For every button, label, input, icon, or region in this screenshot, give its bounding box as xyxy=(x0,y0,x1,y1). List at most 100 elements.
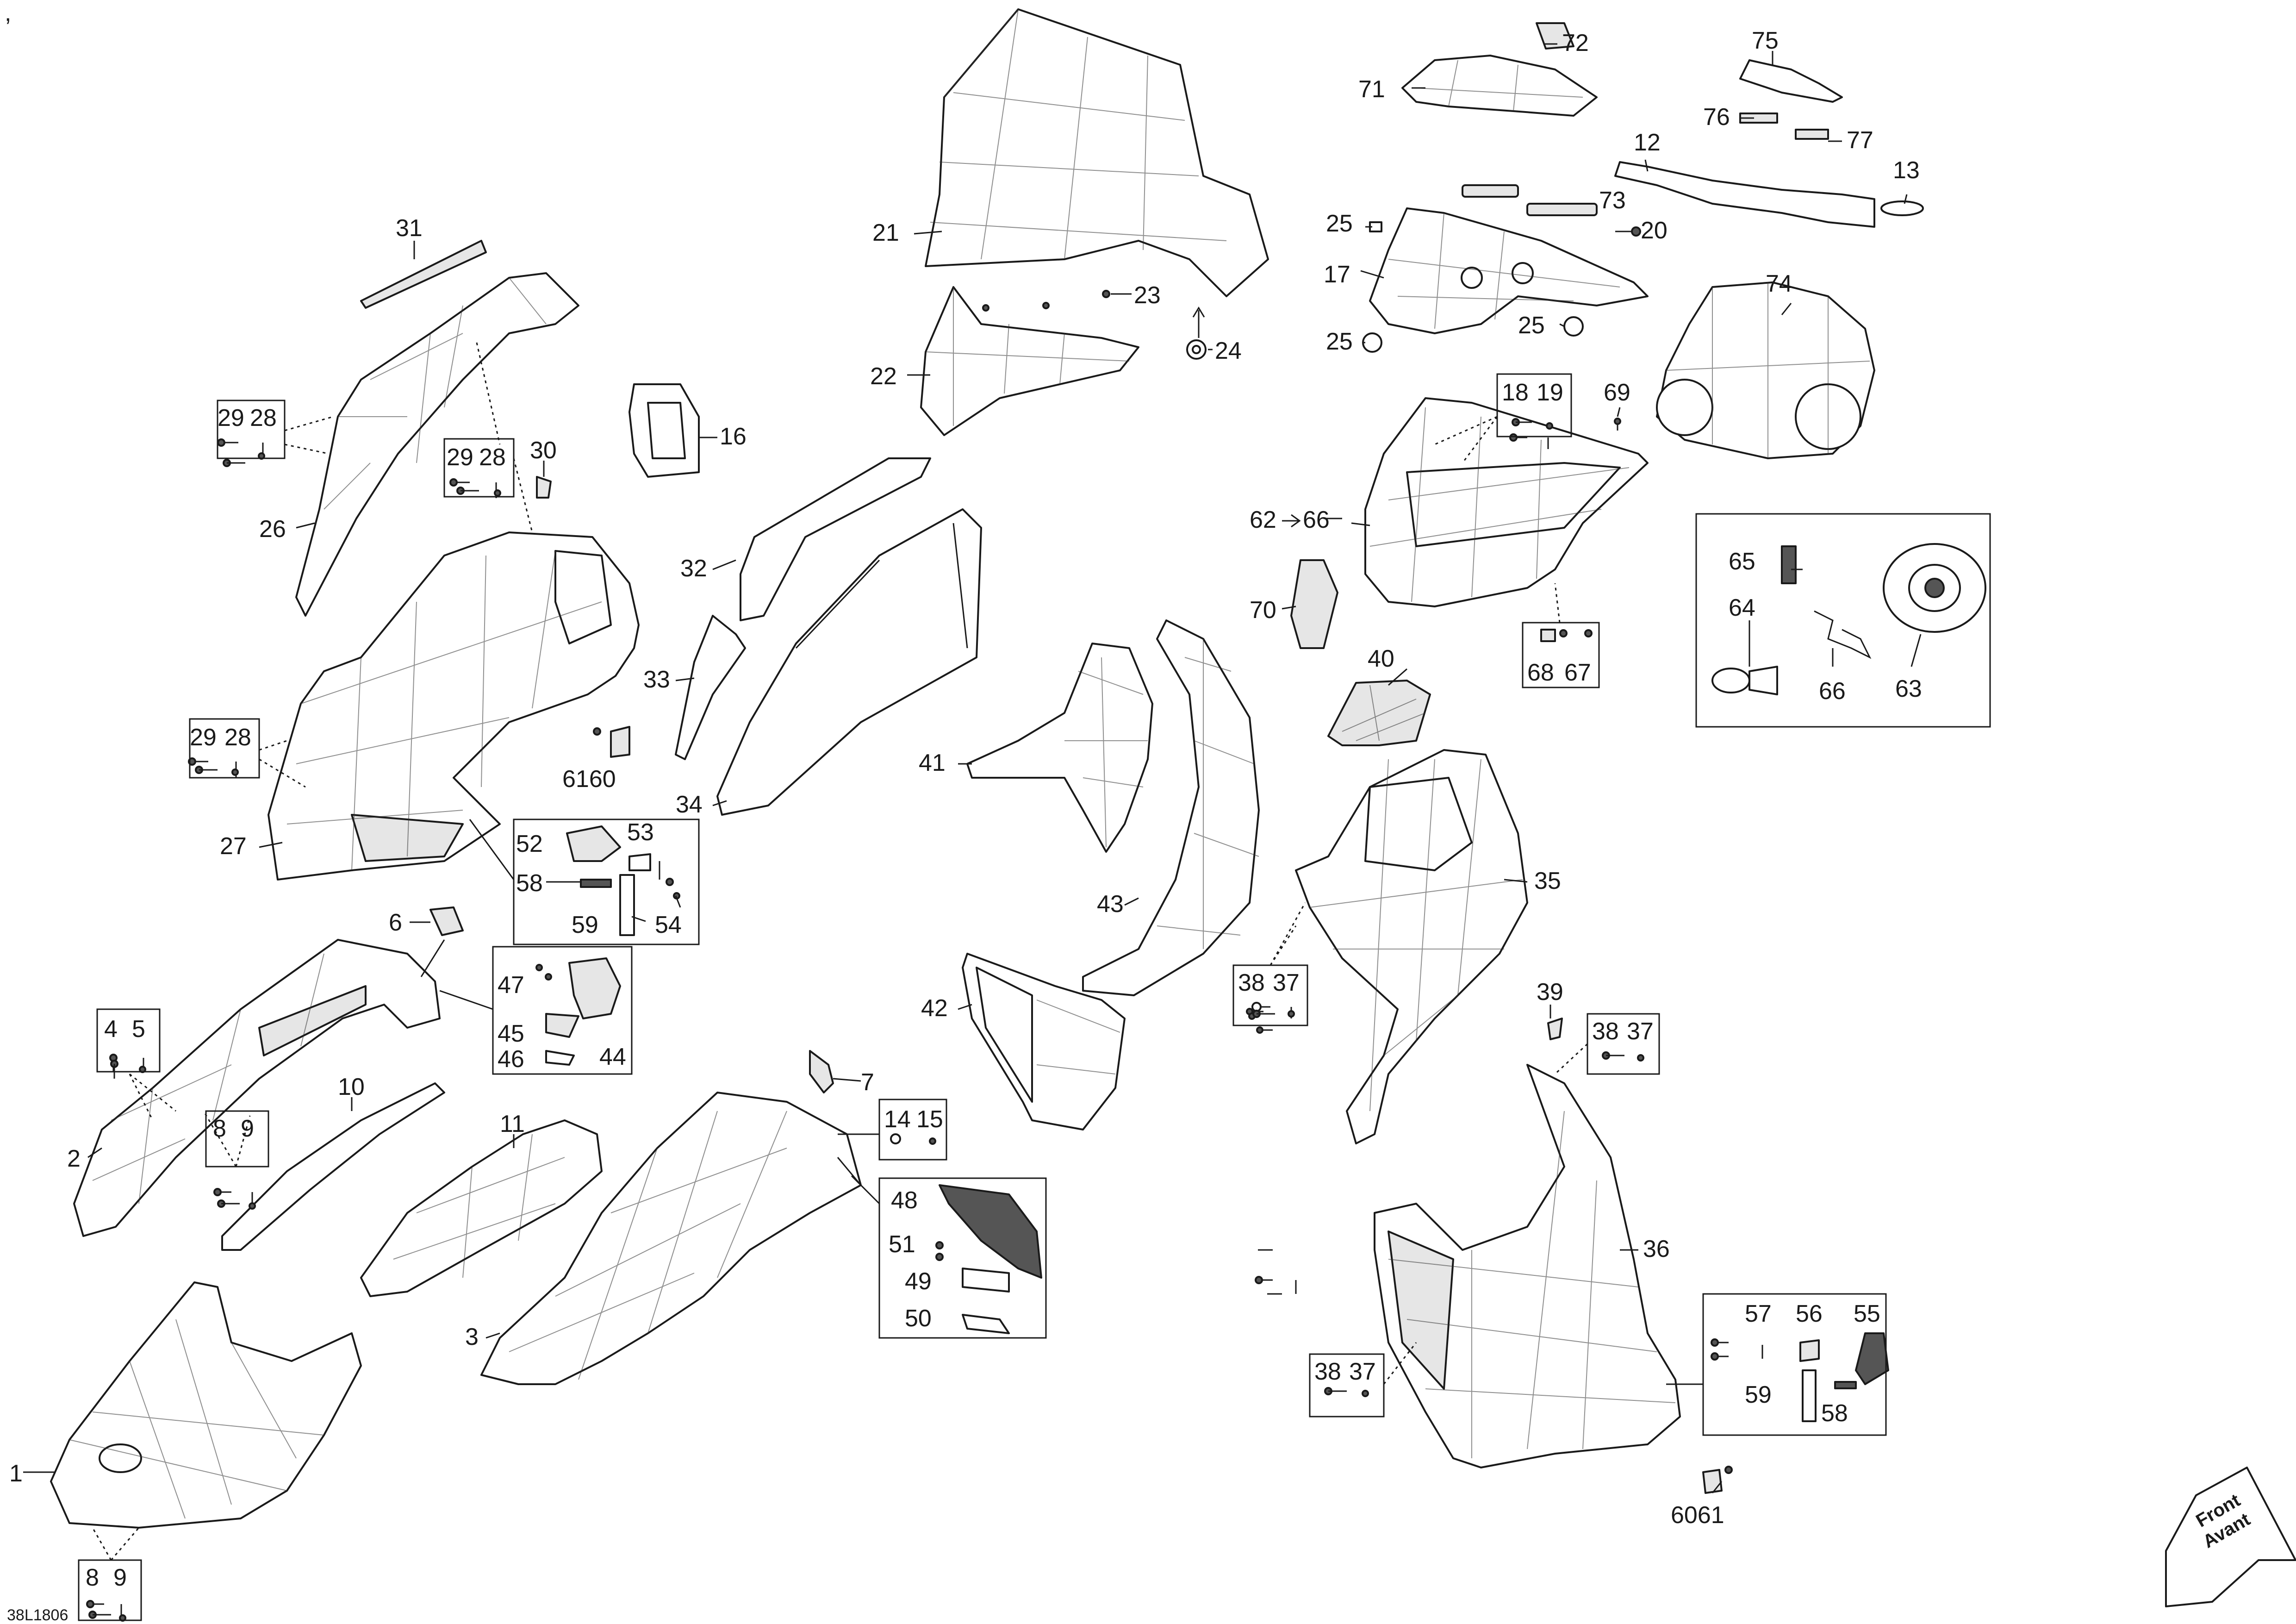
part-34-large-panel xyxy=(716,508,982,816)
callout-37-c: 37 xyxy=(1349,1358,1376,1385)
part-55-latch xyxy=(1855,1332,1889,1385)
box-fasteners xyxy=(88,418,1644,1622)
callout-52: 52 xyxy=(516,831,543,857)
callout-9-low: 9 xyxy=(113,1564,127,1591)
part-43-side-trim xyxy=(1082,619,1260,996)
callout-25-left: 25 xyxy=(1326,328,1353,355)
part-11-panel xyxy=(360,1119,603,1297)
part-53-bracket xyxy=(628,853,651,871)
part-49-clip xyxy=(962,1268,1010,1293)
arrow-62-66 xyxy=(1282,514,1301,528)
part-59-strip-a xyxy=(619,874,635,936)
part-2-front-side-panel xyxy=(73,939,441,1237)
part-58-spring-b xyxy=(1834,1381,1857,1389)
callout-63: 63 xyxy=(1895,675,1922,702)
part-30-clip xyxy=(536,476,552,499)
callout-68: 68 xyxy=(1527,659,1554,686)
callout-62: 62 xyxy=(1250,506,1276,533)
callout-74: 74 xyxy=(1766,270,1792,297)
part-25-grommet-b xyxy=(1563,316,1584,337)
callout-38-b: 38 xyxy=(1592,1018,1619,1045)
part-58-spring-a xyxy=(580,879,612,888)
callout-53: 53 xyxy=(627,819,654,846)
callout-labels: 1 2 3 4 5 6 7 8 9 8 9 10 11 12 13 14 15 … xyxy=(9,27,1922,1591)
callout-64: 64 xyxy=(1729,594,1755,621)
part-22-deflector xyxy=(920,286,1139,436)
part-35-front-fairing xyxy=(1295,749,1528,1144)
box-38-37-c xyxy=(1309,1353,1385,1418)
callout-45: 45 xyxy=(498,1020,524,1047)
callout-36: 36 xyxy=(1643,1236,1670,1262)
part-50-clip xyxy=(962,1314,1010,1334)
part-25-spring xyxy=(1369,221,1382,232)
callout-47: 47 xyxy=(498,972,524,999)
part-13-ring xyxy=(1880,200,1924,216)
callout-76: 76 xyxy=(1703,104,1730,131)
part-46-clip xyxy=(545,1050,575,1066)
callout-9-mid: 9 xyxy=(241,1115,254,1142)
part-1-front-nose xyxy=(50,1281,362,1529)
box-29-28-low xyxy=(189,718,260,779)
part-23-fastener-b xyxy=(982,304,989,312)
callout-70: 70 xyxy=(1250,597,1276,624)
part-21-windshield xyxy=(925,8,1269,297)
part-27-side-panel xyxy=(268,531,640,881)
callout-4: 4 xyxy=(104,1016,118,1043)
callout-69: 69 xyxy=(1604,379,1630,406)
callout-25-right: 25 xyxy=(1518,312,1545,339)
part-48-grille xyxy=(939,1184,1042,1279)
callout-29-low: 29 xyxy=(190,724,217,751)
callout-15: 15 xyxy=(916,1106,943,1133)
part-23-fastener-c xyxy=(1042,302,1050,309)
callout-59-a: 59 xyxy=(572,912,598,938)
part-73-strip-a xyxy=(1462,184,1519,198)
box-44-47 xyxy=(492,946,633,1075)
callout-56: 56 xyxy=(1796,1300,1823,1327)
part-42-panel xyxy=(962,953,1126,1131)
part-76-pad xyxy=(1739,112,1778,124)
box-8-9-mid xyxy=(205,1110,269,1168)
part-41-fairing-piece xyxy=(966,643,1153,853)
part-60-latch-b xyxy=(1702,1469,1723,1494)
callout-14: 14 xyxy=(884,1106,911,1133)
callout-28-low: 28 xyxy=(224,724,251,751)
callout-39: 39 xyxy=(1537,979,1563,1006)
part-56-bracket xyxy=(1799,1339,1820,1362)
callout-19: 19 xyxy=(1537,379,1563,406)
callout-59-b: 59 xyxy=(1745,1381,1772,1408)
callout-49: 49 xyxy=(905,1268,932,1295)
callout-51: 51 xyxy=(889,1231,915,1258)
callout-20: 20 xyxy=(1641,217,1668,244)
callout-37-a: 37 xyxy=(1273,969,1300,996)
part-3-side-panel xyxy=(480,1092,862,1385)
callout-10: 10 xyxy=(338,1074,365,1100)
callout-48: 48 xyxy=(891,1187,918,1214)
part-52-latch xyxy=(566,825,621,862)
callout-42: 42 xyxy=(921,995,948,1022)
part-24-grommet-inner xyxy=(1192,345,1201,354)
callout-55: 55 xyxy=(1854,1300,1880,1327)
callout-44: 44 xyxy=(599,1043,626,1070)
part-25-grommet-a xyxy=(1362,332,1382,353)
box-14-15 xyxy=(878,1099,947,1161)
callout-13: 13 xyxy=(1893,157,1920,184)
callout-38-c: 38 xyxy=(1314,1358,1341,1385)
callout-77: 77 xyxy=(1847,127,1873,154)
box-18-19 xyxy=(1496,373,1572,437)
callout-16: 16 xyxy=(720,423,747,450)
part-71-cover xyxy=(1401,55,1598,117)
callout-28-mid: 28 xyxy=(479,444,506,471)
callout-57: 57 xyxy=(1745,1300,1772,1327)
part-16-cover xyxy=(628,383,700,478)
part-72-clip xyxy=(1536,22,1574,50)
callout-5: 5 xyxy=(132,1016,145,1043)
callout-26: 26 xyxy=(259,516,286,543)
callout-25-top: 25 xyxy=(1326,210,1353,237)
callout-29-mid: 29 xyxy=(447,444,473,471)
box-4-5 xyxy=(96,1008,161,1073)
callout-3: 3 xyxy=(465,1324,479,1350)
callout-18: 18 xyxy=(1502,379,1529,406)
part-44-bracket xyxy=(568,957,621,1019)
part-31-trim xyxy=(360,240,487,309)
callout-71: 71 xyxy=(1358,76,1385,103)
